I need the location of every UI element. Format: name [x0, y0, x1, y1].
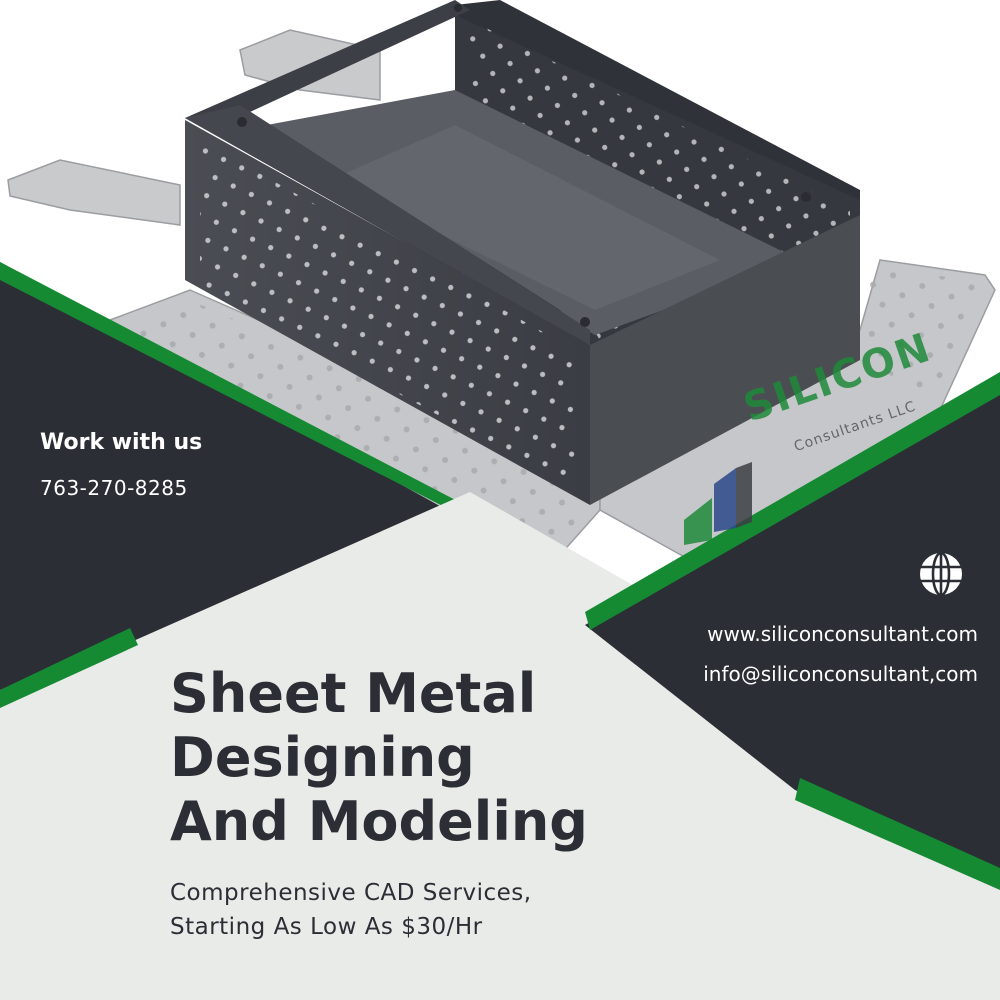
dark-band-right: [585, 385, 1000, 880]
green-stripe-bottom-right: [795, 778, 1000, 890]
green-stripe-left: [0, 262, 470, 520]
logo-mark: [684, 462, 752, 545]
globe-icon: [920, 551, 962, 597]
title-line-1: Sheet Metal: [170, 662, 537, 725]
email-link[interactable]: info@siliconconsultant,com: [703, 662, 978, 686]
light-panel: [0, 492, 1000, 1000]
green-stripe-bottom-left: [0, 628, 138, 708]
work-with-us-heading: Work with us: [40, 430, 203, 455]
title-line-3: And Modeling: [170, 790, 588, 853]
green-stripe-right: [585, 372, 1000, 630]
tagline-line-2: Starting As Low As $30/Hr: [170, 914, 483, 940]
tagline-line-1: Comprehensive CAD Services,: [170, 880, 532, 906]
flat-left-tab: [7, 159, 181, 226]
phone-number[interactable]: 763-270-8285: [40, 476, 188, 500]
title-line-2: Designing: [170, 726, 475, 789]
page-title: Sheet Metal Designing And Modeling: [170, 662, 690, 854]
website-link[interactable]: www.siliconconsultant.com: [707, 622, 978, 646]
dark-band-left: [0, 262, 465, 690]
service-tagline: Comprehensive CAD Services, Starting As …: [170, 876, 610, 944]
enclosure-3d: [185, 0, 860, 505]
